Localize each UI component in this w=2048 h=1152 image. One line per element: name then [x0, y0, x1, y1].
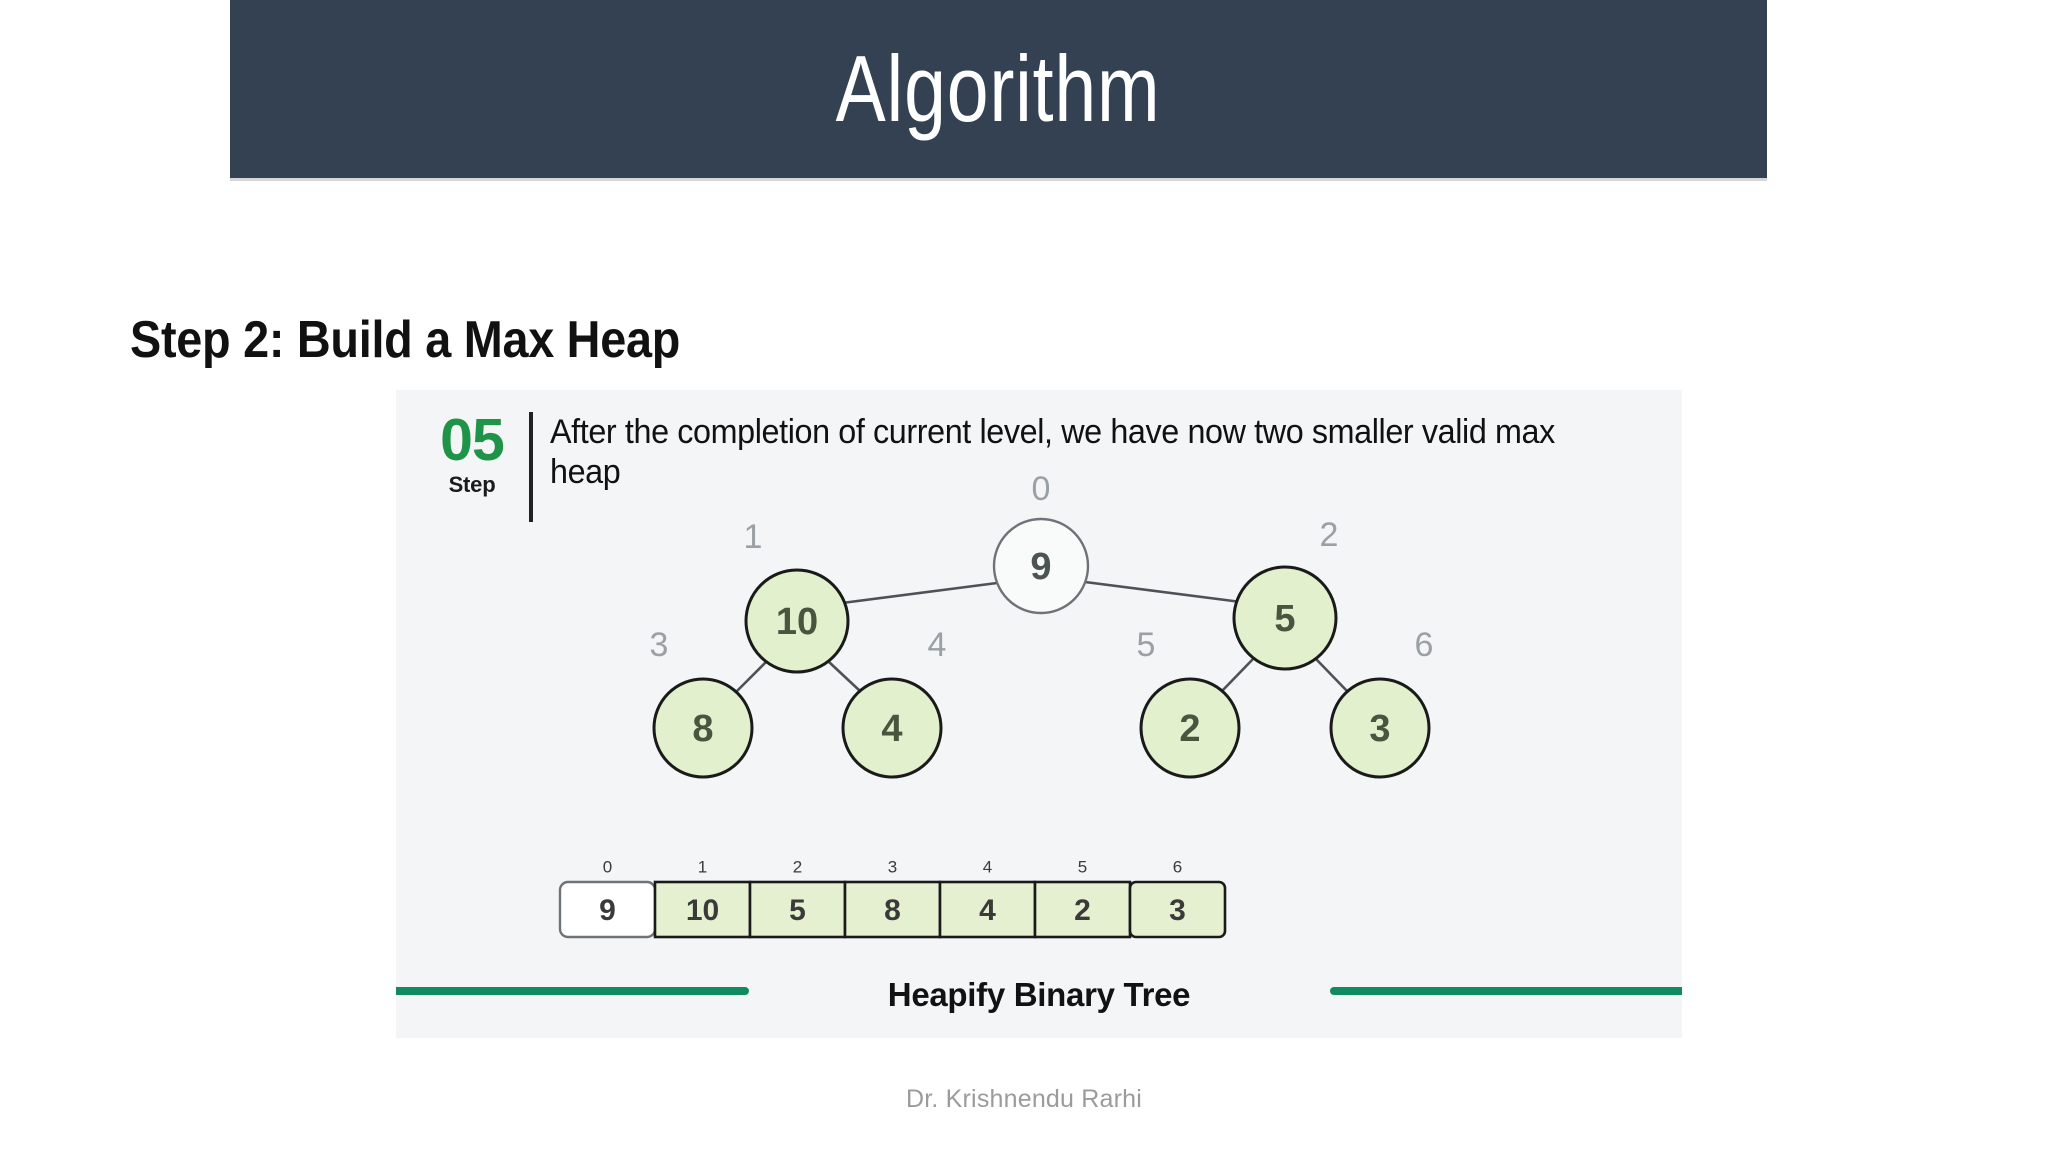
step-badge: 05 Step [418, 407, 526, 498]
tree-node-index-4: 4 [928, 626, 947, 664]
array-index-1: 1 [698, 858, 707, 877]
array-cell-2[interactable] [748, 880, 847, 939]
tree-node-value-6: 3 [1369, 708, 1390, 750]
tree-edge-1 [1084, 580, 1242, 604]
array-value-5: 2 [1074, 894, 1091, 927]
tree-node-index-5: 5 [1137, 626, 1156, 664]
array-cell-4[interactable] [938, 880, 1037, 939]
page-title: Algorithm [836, 36, 1161, 141]
tree-node-circle-5[interactable] [1139, 677, 1241, 779]
array-representation: 0 9 1 10 2 5 3 8 4 4 5 2 6 3 [558, 858, 1227, 939]
tree-node-1[interactable]: 1 10 [744, 518, 850, 674]
tree-node-circle-1[interactable] [744, 568, 850, 674]
tree-edge-group [736, 580, 1348, 692]
array-value-6: 3 [1169, 894, 1186, 927]
array-value-3: 8 [884, 894, 901, 927]
title-banner: Algorithm [230, 0, 1767, 181]
figure-panel: 05 Step After the completion of current … [396, 390, 1682, 1038]
tree-node-index-0: 0 [1032, 470, 1051, 508]
tree-edge-2 [736, 661, 767, 692]
figure-caption: Heapify Binary Tree [396, 976, 1682, 1014]
step-heading: Step 2: Build a Max Heap [130, 311, 681, 369]
tree-node-index-1: 1 [744, 518, 763, 556]
tree-node-circle-4[interactable] [841, 677, 943, 779]
array-value-2: 5 [789, 894, 806, 927]
author-credit: Dr. Krishnendu Rarhi [905, 1085, 1143, 1113]
banner-shadow [230, 178, 1767, 181]
tree-node-6[interactable]: 63 [1329, 626, 1434, 779]
tree-node-5[interactable]: 52 [1137, 626, 1241, 779]
tree-node-value-5: 2 [1179, 708, 1200, 750]
tree-node-3[interactable]: 38 [650, 626, 754, 779]
array-value-0: 9 [599, 894, 616, 927]
array-index-4: 4 [983, 858, 992, 877]
tree-node-0[interactable]: 09 [992, 470, 1090, 615]
tree-node-circle-2[interactable] [1232, 565, 1338, 671]
tree-node-2[interactable]: 25 [1232, 516, 1339, 671]
tree-node-index-2: 2 [1320, 516, 1339, 554]
array-value-1: 10 [686, 894, 719, 927]
tree-node-index-6: 6 [1415, 626, 1434, 664]
tree-node-value-1: 10 [776, 601, 818, 643]
tree-edge-4 [1221, 658, 1254, 692]
figure-caption-text: Heapify Binary Tree [873, 976, 1205, 1013]
tree-node-value-2: 5 [1274, 598, 1295, 640]
tree-node-value-4: 4 [881, 708, 902, 750]
array-index-6: 6 [1173, 858, 1182, 877]
tree-edge-5 [1315, 658, 1348, 692]
step-description: After the completion of current level, w… [550, 413, 1555, 492]
step-badge-caption: Step [448, 472, 496, 498]
array-index-2: 2 [793, 858, 802, 877]
step-badge-number: 05 [440, 407, 505, 473]
tree-edge-3 [828, 661, 861, 692]
tree-edge-0 [841, 581, 998, 605]
tree-node-value-3: 8 [692, 708, 713, 750]
array-index-5: 5 [1078, 858, 1087, 877]
tree-node-value-0: 9 [1030, 546, 1051, 588]
array-index-3: 3 [888, 858, 897, 877]
badge-divider [529, 412, 533, 522]
array-value-4: 4 [979, 894, 996, 927]
tree-node-circle-0[interactable] [992, 517, 1090, 615]
tree-node-4[interactable]: 44 [841, 626, 947, 779]
tree-node-circle-3[interactable] [652, 677, 754, 779]
array-index-0: 0 [603, 858, 612, 877]
tree-node-circle-6[interactable] [1329, 677, 1431, 779]
array-cell-6[interactable] [1128, 880, 1227, 939]
tree-node-index-3: 3 [650, 626, 669, 664]
array-cell-3[interactable] [843, 880, 942, 939]
